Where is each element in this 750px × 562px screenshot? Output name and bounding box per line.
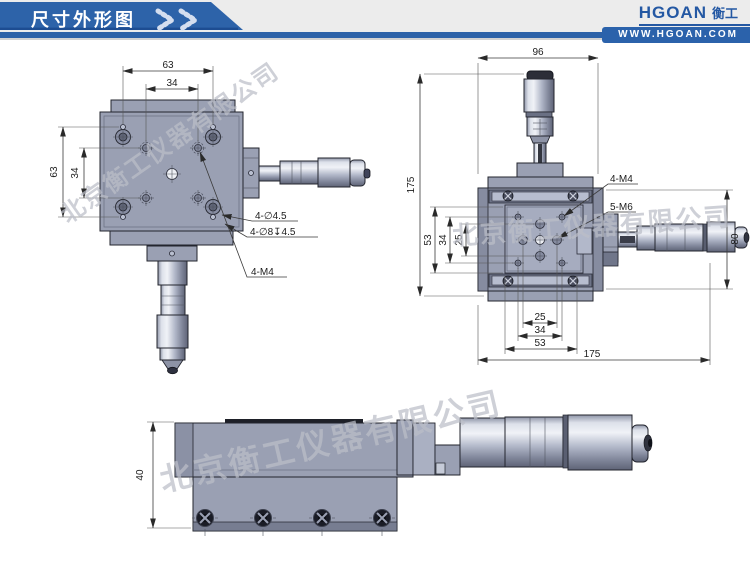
x-axis-micrometer <box>242 147 371 199</box>
hole-callout: 4-M4 <box>610 174 633 185</box>
dim-label: 53 <box>534 338 546 349</box>
dim-label: 175 <box>406 176 417 193</box>
dim-label: 80 <box>730 233 741 245</box>
logo-wordmark-row: HGOAN 衡工 <box>638 3 750 26</box>
base-screws <box>192 509 395 536</box>
dim-label: 34 <box>70 167 81 179</box>
logo-chinese-name: 衡工 <box>711 6 738 21</box>
dim-label: 53 <box>423 234 434 246</box>
hole-callout: 5-M6 <box>610 202 633 213</box>
dim-label: 25 <box>454 234 465 246</box>
dim-label: 25 <box>534 312 546 323</box>
top-view-face-edge <box>103 115 240 228</box>
hole-callout: 4-M4 <box>251 267 274 278</box>
hole-callout: 4-∅8↧4.5 <box>250 227 296 238</box>
front-view-bottom-plate <box>487 290 594 302</box>
company-logo: HGOAN 衡工 WWW.HGOAN.COM <box>602 3 750 43</box>
horizontal-micrometer <box>602 213 750 267</box>
header-divider-line <box>0 38 750 40</box>
side-view-top-strip <box>225 419 363 424</box>
side-view-micrometer <box>396 414 653 476</box>
dim-label: 34 <box>166 78 178 89</box>
m4-hole-pattern <box>512 211 568 269</box>
hole-callout: 4-∅4.5 <box>255 211 287 222</box>
header-divider-strip <box>0 32 750 38</box>
dim-label: 63 <box>49 166 60 178</box>
dim-label: 40 <box>135 469 146 481</box>
dim-label: 63 <box>162 60 174 71</box>
counterbore-holes <box>113 124 223 220</box>
dim-label: 34 <box>438 234 449 246</box>
logo-website-bar: WWW.HGOAN.COM <box>602 27 750 43</box>
front-view-dimensions: 96 175 53 34 25 80 <box>406 47 741 365</box>
top-view-drawing: 63 34 63 34 4-∅4.5 4-∅8↧4.5 4-M4 <box>49 60 371 375</box>
header-banner-shape <box>0 2 243 32</box>
center-hole <box>163 165 181 183</box>
page-title: 尺寸外形图 <box>31 10 136 30</box>
top-view-upper-tab <box>110 99 236 114</box>
dim-label: 175 <box>584 349 601 360</box>
m6-hole-pattern <box>516 217 564 263</box>
side-view-drawing: 40 <box>135 414 653 536</box>
chevrons-icon <box>155 8 200 32</box>
y-axis-micrometer <box>146 245 198 375</box>
dim-label: 96 <box>532 47 544 58</box>
top-view-lower-tab <box>109 230 234 246</box>
top-view-dimensions: 63 34 63 34 4-∅4.5 4-∅8↧4.5 4-M4 <box>49 60 318 278</box>
dovetail-slots <box>488 189 593 288</box>
m4-tapped-holes <box>138 140 206 206</box>
front-view-top-plate <box>487 176 594 189</box>
dim-label: 34 <box>534 325 546 336</box>
vertical-micrometer <box>516 70 564 178</box>
front-view-drawing: 96 175 53 34 25 80 <box>406 47 750 365</box>
micrometer-mount-pad <box>576 227 593 255</box>
logo-wordmark: HGOAN <box>638 3 707 22</box>
side-view-upper-block <box>174 422 414 478</box>
side-view-dimensions: 40 <box>135 421 191 529</box>
